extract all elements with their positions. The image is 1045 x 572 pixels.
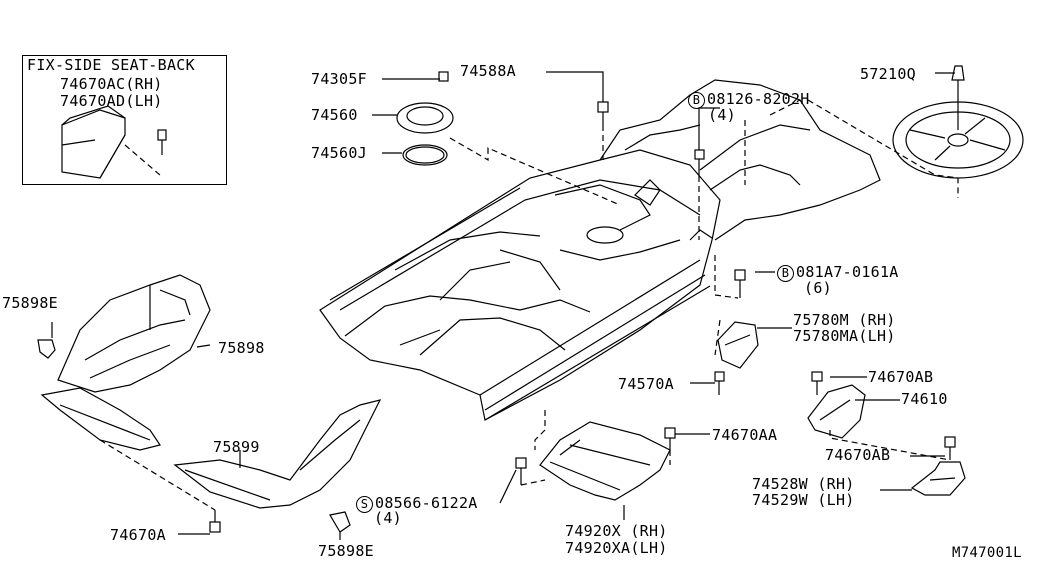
diagram-code: M747001L [952,545,1022,561]
label-57210Q: 57210Q [860,65,916,83]
label-08566-qty: (4) [374,509,402,527]
label-75898E-top: 75898E [2,294,58,312]
bolt-prefix-icon: B [688,92,705,109]
dashed-assembly-lines [99,99,959,511]
inset-part-lh: 74670AD(LH) [60,92,163,110]
label-75898E-bottom: 75898E [318,542,374,560]
label-74560: 74560 [311,106,358,124]
label-74610: 74610 [901,390,948,408]
under-cover-75898 [40,274,211,451]
label-74670AB-bottom: 74670AB [825,446,891,464]
under-cover-75899 [173,399,382,509]
label-74588A: 74588A [460,62,516,80]
label-74920X: 74920X (RH) [565,522,668,540]
label-08126-qty: (4) [708,106,736,124]
label-74670AA: 74670AA [712,426,778,444]
label-75780M: 75780M (RH) [793,311,896,329]
label-74670AB-top: 74670AB [868,368,934,386]
label-74670A: 74670A [110,526,166,544]
label-081A7-qty: (6) [804,279,832,297]
label-74570A: 74570A [618,375,674,393]
bolt-prefix-icon: B [777,265,794,282]
seat-back-bracket-illustration [61,105,167,179]
inset-part-rh: 74670AC(RH) [60,75,163,93]
inset-frame [22,55,227,185]
undercover-74920X [539,421,671,501]
service-hole-cover [396,71,454,166]
bracket-74528W [910,461,966,496]
bracket-74610 [807,384,866,439]
bracket-75780M [717,321,759,369]
inset-title: FIX-SIDE SEAT-BACK [27,56,195,74]
label-74305F: 74305F [311,70,367,88]
label-75899: 75899 [213,438,260,456]
label-75780MA: 75780MA(LH) [793,327,896,345]
label-74529W: 74529W (LH) [752,491,855,509]
label-74920XA: 74920XA(LH) [565,539,668,557]
leader-lines [51,71,955,540]
floor-panel [319,79,881,421]
screw-prefix-icon: S [356,496,373,513]
label-74560J: 74560J [311,144,367,162]
label-75898: 75898 [218,339,265,357]
label-74528W: 74528W (RH) [752,475,855,493]
